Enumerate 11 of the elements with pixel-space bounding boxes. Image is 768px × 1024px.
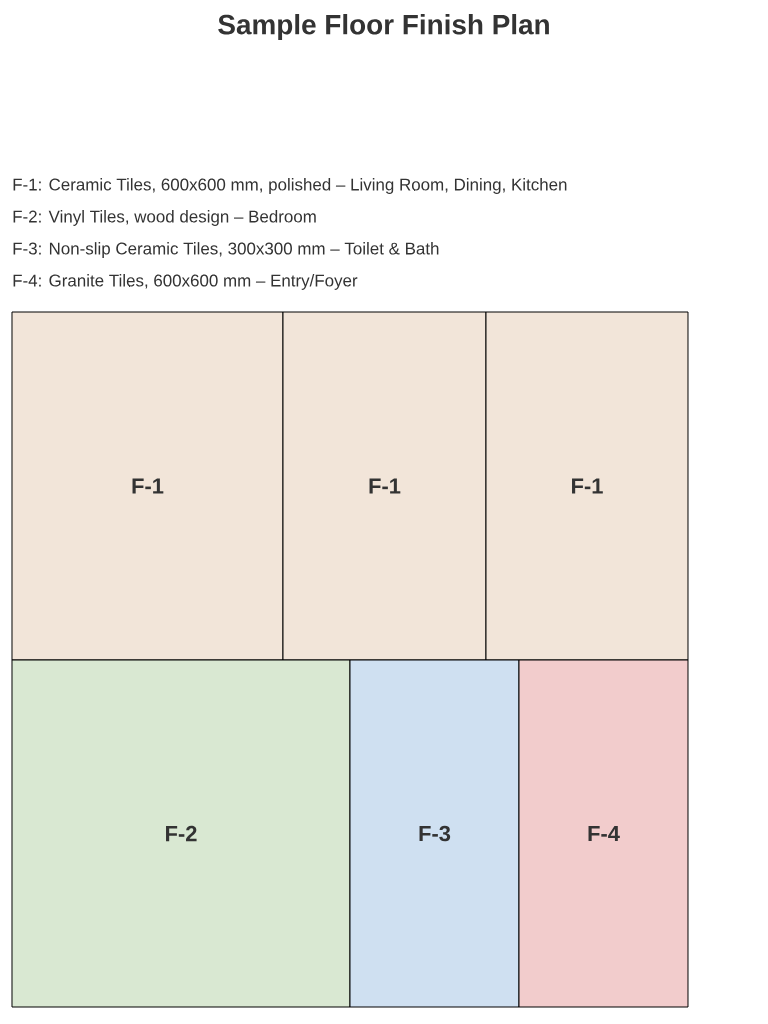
title: Sample Floor Finish Plan xyxy=(218,14,549,40)
legend-text: F-2: Vinyl Tiles, wood design – Bedroom xyxy=(13,210,316,226)
room: F-4 xyxy=(518,659,689,1008)
legend-text: F-4: Granite Tiles, 600x600 mm – Entry/Foyer xyxy=(13,274,358,290)
legend-text: F-1: Ceramic Tiles, 600x600 mm, polished – Living Room, Dining, Kitchen xyxy=(13,178,567,194)
legend-text: F-3: Non-slip Ceramic Tiles, 300x300 mm – Toilet & Bath xyxy=(13,242,439,258)
room: F-1 xyxy=(485,311,689,661)
room: F-2 xyxy=(11,659,351,1008)
room: F-1 xyxy=(11,311,284,661)
room: F-3 xyxy=(349,659,520,1008)
room: F-1 xyxy=(282,311,487,661)
